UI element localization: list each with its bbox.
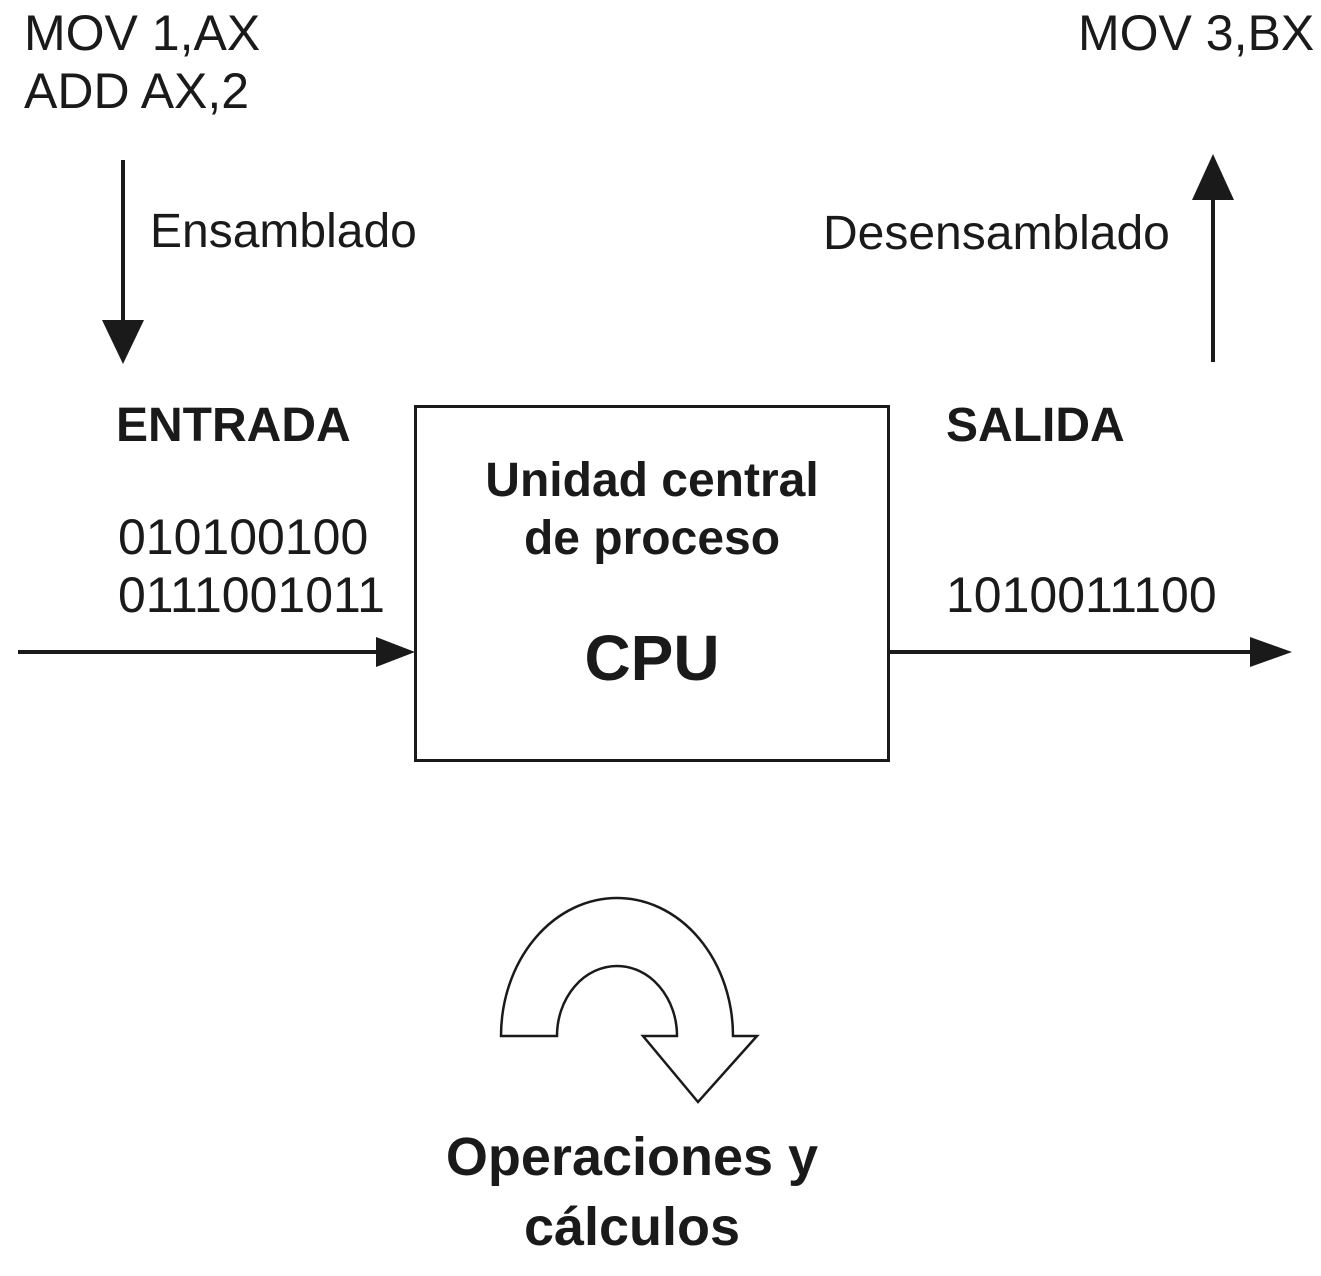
- desensamblado-up-arrow: [1192, 154, 1234, 362]
- ensamblado-label: Ensamblado: [150, 205, 417, 258]
- input-binary-line-1: 010100100: [118, 509, 369, 565]
- entrada-label: ENTRADA: [116, 399, 351, 452]
- cpu-box: Unidad central de proceso CPU: [414, 405, 890, 762]
- output-binary: 1010011100: [946, 567, 1217, 623]
- output-flow-arrow: [890, 637, 1292, 667]
- ensamblado-down-arrow: [102, 160, 144, 364]
- input-binary-line-2: 0111001011: [118, 567, 385, 623]
- source-code-block: MOV 1,AX ADD AX,2: [24, 4, 260, 120]
- operations-label-line-2: cálculos: [523, 1197, 741, 1257]
- operations-label-line-1: Operaciones y: [445, 1127, 819, 1187]
- input-flow-arrow: [18, 637, 415, 667]
- disassembled-code: MOV 3,BX: [1078, 5, 1315, 61]
- desensamblado-label: Desensamblado: [823, 207, 1170, 260]
- cpu-cycle-arrow: [499, 896, 760, 1104]
- operations-label: Operaciones y cálculos: [412, 1122, 852, 1262]
- cpu-box-title: Unidad central de proceso: [417, 452, 887, 568]
- cpu-acronym: CPU: [584, 622, 720, 694]
- salida-label: SALIDA: [946, 399, 1125, 452]
- input-binary-block: 010100100 0111001011: [118, 508, 385, 624]
- cpu-box-title-line-2: de proceso: [523, 512, 781, 565]
- cpu-box-title-line-1: Unidad central: [485, 454, 819, 507]
- source-code-line-1: MOV 1,AX: [24, 5, 261, 61]
- source-code-line-2: ADD AX,2: [24, 63, 250, 119]
